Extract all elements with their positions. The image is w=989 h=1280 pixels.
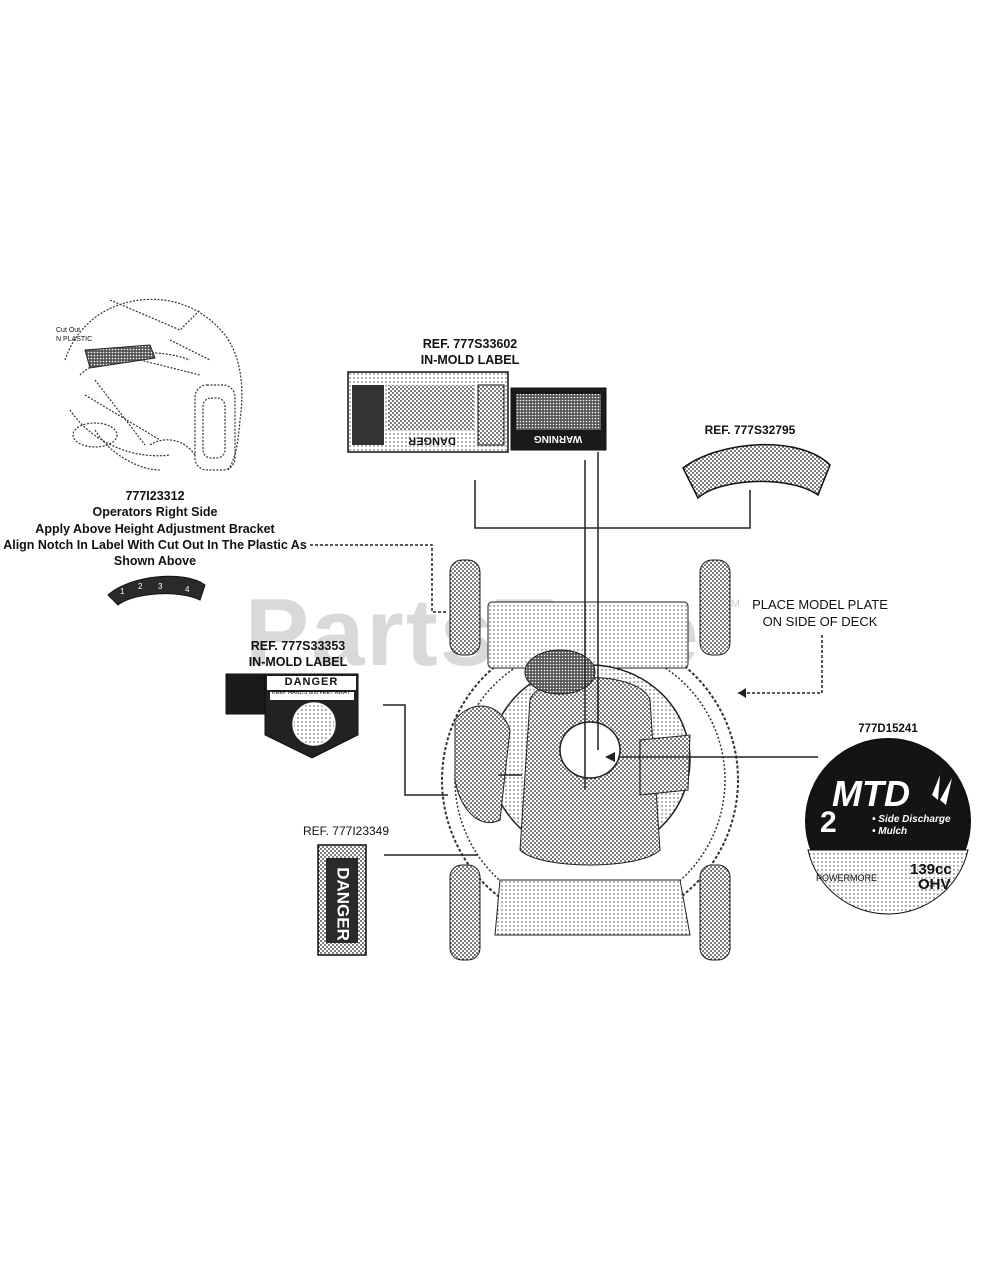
inset-line2: Apply Above Height Adjustment Bracket	[35, 521, 275, 536]
cut-out-line1: Cut Out	[56, 327, 81, 334]
mower-top-view	[441, 559, 739, 961]
label-15241-brand: MTD	[832, 773, 910, 814]
label-15241-engine-brand: POWERMORE	[816, 873, 878, 883]
label-23349-ref: REF. 777I23349	[302, 824, 390, 838]
label-33353-keep-text: KEEP HANDS and FEET AWAY	[271, 690, 351, 696]
center-label-arrow	[605, 752, 615, 762]
label-33602-sub: IN-MOLD LABEL	[420, 353, 520, 368]
label-15241-decal	[805, 738, 971, 915]
label-15241-big-number: 2	[820, 806, 837, 839]
label-33353-sub: IN-MOLD LABEL	[248, 655, 348, 670]
label-33353-caption: REF. 777S33353 IN-MOLD LABEL	[228, 638, 368, 671]
model-plate-note: PLACE MODEL PLATE ON SIDE OF DECK	[740, 597, 900, 631]
label-33602-caption: REF. 777S33602 IN-MOLD LABEL	[380, 336, 560, 369]
strip-mark-1: 1	[120, 587, 125, 596]
label-32795-ref: REF. 777S32795	[704, 423, 796, 437]
label-33602-warning-word: WARNING	[533, 433, 583, 444]
label-33353-decal	[225, 673, 359, 759]
inset-part-number: 777I23312	[125, 489, 185, 503]
inset-callout-text: 777I23312 Operators Right Side Apply Abo…	[0, 488, 310, 569]
inset-line4: Shown Above	[113, 554, 197, 568]
label-23349-word: DANGER	[333, 867, 353, 941]
label-33602-danger-word: DANGER	[408, 434, 456, 447]
label-15241-option1: • Side Discharge	[872, 814, 951, 825]
label-33353-ref: REF. 777S33353	[250, 639, 346, 653]
label-33602-ref: REF. 777S33602	[422, 337, 518, 351]
cut-out-line2: N PLASTIC	[56, 336, 93, 344]
label-23349-decal	[317, 844, 367, 956]
label-15241-engine-type: OHV	[918, 876, 951, 893]
label-33353-danger-word: DANGER	[284, 676, 339, 688]
strip-mark-3: 3	[158, 582, 163, 591]
label-15241-option2: • Mulch	[872, 826, 908, 837]
label-33602-decal	[347, 371, 607, 453]
strip-mark-2: 2	[138, 582, 143, 591]
label-15241-options: • Side Discharge • Mulch	[872, 814, 967, 838]
model-plate-arrow	[738, 688, 746, 698]
strip-mark-4: 4	[185, 585, 190, 594]
model-plate-line1: PLACE MODEL PLATE	[752, 597, 888, 612]
label-32795-arc-decal	[682, 443, 831, 500]
label-15241-part-number: 777D15241	[858, 723, 918, 735]
height-adjuster-notch-label	[84, 344, 156, 369]
inset-line1: Operators Right Side	[92, 505, 218, 520]
inset-line3: Align Notch In Label With Cut Out In The…	[3, 537, 307, 552]
leader-lines	[310, 452, 823, 856]
height-adjuster-strip-decal	[107, 575, 206, 606]
label-15241-engine-size: 139cc	[910, 861, 952, 878]
cut-out-label: Cut Out N PLASTIC	[56, 326, 92, 344]
model-plate-line2: ON SIDE OF DECK	[762, 613, 878, 629]
